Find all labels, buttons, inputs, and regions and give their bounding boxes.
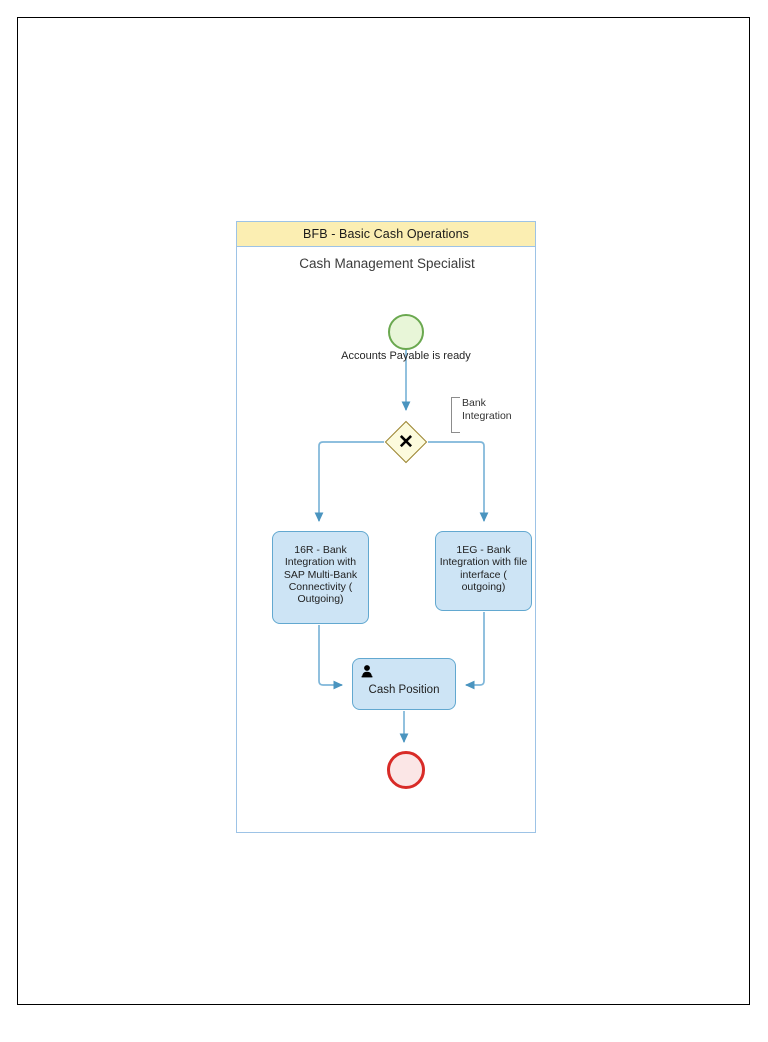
page-sheet: BFB - Basic Cash Operations Cash Managem… [17,17,750,1005]
pool-header: BFB - Basic Cash Operations [236,221,536,247]
user-icon [361,665,373,678]
start-event[interactable] [388,314,424,350]
annotation-bracket-icon [451,397,460,433]
gateway-x-icon: ✕ [398,431,414,453]
start-event-label: Accounts Payable is ready [341,350,471,362]
task-16r[interactable]: 16R - Bank Integration with SAP Multi-Ba… [272,531,369,624]
task-1eg-label: 1EG - Bank Integration with file interfa… [439,544,528,593]
text-annotation: Bank Integration [451,397,517,433]
task-cash-position-label: Cash Position [368,684,440,696]
task-16r-label: 16R - Bank Integration with SAP Multi-Ba… [283,544,358,606]
task-1eg[interactable]: 1EG - Bank Integration with file interfa… [435,531,532,611]
exclusive-gateway[interactable]: ✕ [384,420,428,464]
pool-header-label: BFB - Basic Cash Operations [303,227,469,241]
end-event[interactable] [387,751,425,789]
task-cash-position[interactable]: Cash Position [352,658,456,710]
pool: BFB - Basic Cash Operations Cash Managem… [236,221,536,833]
lane-label: Cash Management Specialist [299,256,475,271]
annotation-text: Bank Integration [462,397,512,422]
